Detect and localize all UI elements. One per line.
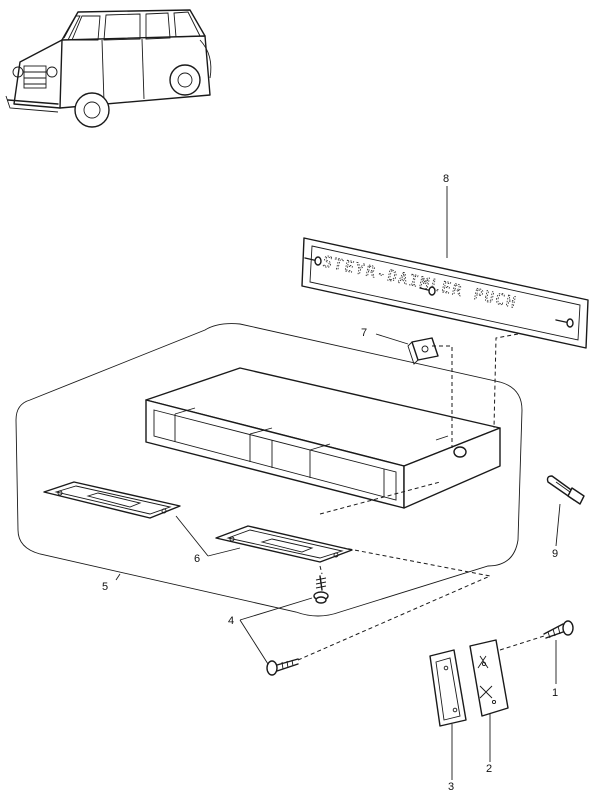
lamp-housing <box>145 367 501 509</box>
nut-clip-icon <box>407 337 439 365</box>
assembly-boundary <box>15 323 523 617</box>
screw-icon <box>313 575 329 604</box>
assembly-lines <box>297 333 545 661</box>
callout-8: 8 <box>443 173 449 185</box>
callout-9: 9 <box>552 548 558 560</box>
vehicle-illustration-icon <box>5 9 212 128</box>
leader-lines <box>115 186 561 780</box>
callout-6: 6 <box>194 553 200 565</box>
lens-right <box>215 525 353 563</box>
callout-1: 1 <box>552 687 558 699</box>
callout-5: 5 <box>102 581 108 593</box>
callout-7: 7 <box>361 327 367 339</box>
lens-left <box>43 481 181 519</box>
plate-pin-right <box>555 318 574 328</box>
frame-part <box>429 649 467 727</box>
plate-badge: STEYR-DAIMLER PUCH <box>301 237 589 349</box>
callout-4: 4 <box>228 615 234 627</box>
plate-pin-left <box>304 256 322 266</box>
gasket <box>469 639 509 717</box>
screw-icon <box>266 658 299 676</box>
bulb-icon <box>546 475 585 505</box>
callout-3: 3 <box>448 781 454 793</box>
screw-icon <box>543 620 574 639</box>
callout-2: 2 <box>486 763 492 775</box>
plate-pin-middle <box>419 286 436 296</box>
